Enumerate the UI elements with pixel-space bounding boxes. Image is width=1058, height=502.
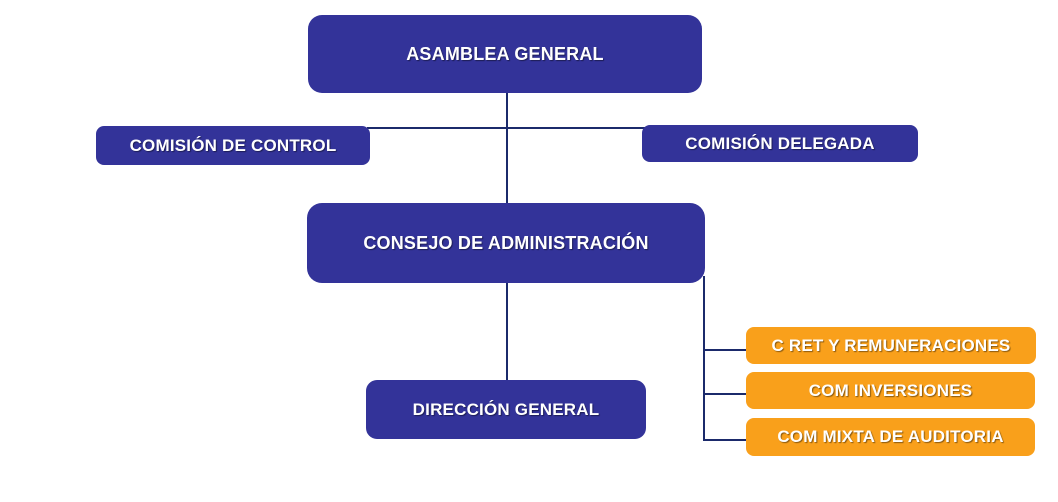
connector-stub-com-auditoria [703, 439, 748, 441]
connector-stub-com-inversiones [703, 393, 748, 395]
connector-comisiones-branch [367, 127, 645, 129]
connector-stub-com-ret [703, 349, 748, 351]
org-node-comite-mixta-de-auditoria: COM MIXTA DE AUDITORIA [746, 418, 1035, 456]
org-node-asamblea-general: ASAMBLEA GENERAL [308, 15, 702, 93]
connector-consejo-direccion [506, 280, 508, 384]
org-node-comision-de-control: COMISIÓN DE CONTROL [96, 126, 370, 165]
org-node-consejo-de-administracion: CONSEJO DE ADMINISTRACIÓN [307, 203, 705, 283]
connector-consejo-comites-drop [703, 276, 705, 441]
org-node-comision-delegada: COMISIÓN DELEGADA [642, 125, 918, 162]
org-node-comite-ret-y-remuneraciones: C RET Y REMUNERACIONES [746, 327, 1036, 364]
org-node-comite-inversiones: COM INVERSIONES [746, 372, 1035, 409]
org-node-direccion-general: DIRECCIÓN GENERAL [366, 380, 646, 439]
connector-asamblea-consejo [506, 90, 508, 205]
